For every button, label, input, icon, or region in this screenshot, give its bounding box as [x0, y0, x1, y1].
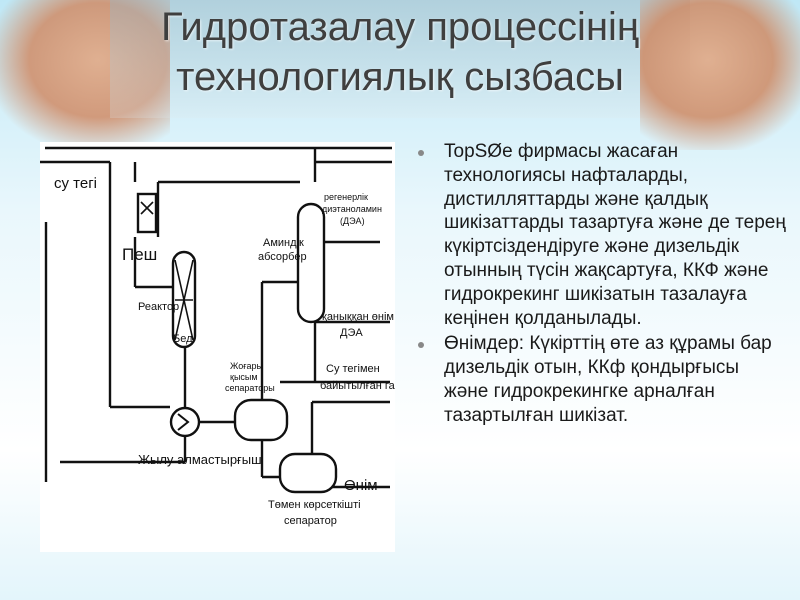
slide-title: Гидротазалау процессінің технологиялық с…: [60, 2, 740, 102]
bullet-dot-icon: [418, 150, 424, 156]
bullet-technology: TopSØe фирмасы жасаған технологиясы нафт…: [418, 140, 788, 330]
hand-right-decoration: [640, 0, 800, 150]
label-reactor: Реактор: [138, 301, 179, 313]
label-bed: Бед: [173, 333, 193, 345]
bullet-technology-text: TopSØe фирмасы жасаған технологиясы нафт…: [444, 141, 786, 329]
label-regen-3: (ДЭА): [340, 216, 365, 226]
label-furnace: Пеш: [122, 245, 157, 264]
label-rich-product-2: ДЭА: [340, 327, 363, 339]
process-flow-diagram: су тегі Пеш Реактор Бед Аминдік абсорбер…: [40, 142, 400, 552]
label-product: Өнім: [344, 477, 378, 494]
label-lp-separator-2: сепаратор: [284, 515, 337, 527]
title-banner: [110, 0, 690, 118]
label-water-line: су тегі: [54, 175, 97, 192]
label-hp-separator-2: қысым: [230, 372, 258, 382]
bullet-dot-icon: [418, 342, 424, 349]
label-regen-1: регенерлік: [324, 192, 368, 202]
label-hp-separator-1: Жоғары: [230, 361, 263, 371]
slide-title-line-1: Гидротазалау процессінің: [160, 5, 640, 49]
label-rich-product-1: қаныққан өнім: [322, 311, 394, 323]
label-lp-separator-1: Төмен көрсеткішті: [268, 499, 361, 511]
label-amine-absorber-2: абсорбер: [258, 251, 307, 263]
label-h2-gas-2: байытылған газ: [320, 380, 395, 392]
process-diagram-svg: су тегі Пеш Реактор Бед Аминдік абсорбер…: [40, 146, 400, 527]
label-hp-separator-3: сепараторы: [225, 383, 275, 393]
description-text: TopSØe фирмасы жасаған технологиясы нафт…: [418, 140, 788, 430]
label-h2-gas-1: Су тегімен: [326, 363, 380, 375]
label-amine-absorber-1: Аминдік: [263, 237, 304, 249]
bullet-products: Өнімдер: Күкірттің өте аз құрамы бар диз…: [418, 332, 788, 427]
bullet-products-text: Өнімдер: Күкірттің өте аз құрамы бар диз…: [444, 333, 772, 426]
hand-left-decoration: [0, 0, 170, 150]
label-regen-2: диэтаноламин: [322, 204, 382, 214]
label-heat-exchanger: Жылу алмастырғыш: [138, 452, 262, 467]
slide-title-line-2: технологиялық сызбасы: [176, 55, 624, 99]
